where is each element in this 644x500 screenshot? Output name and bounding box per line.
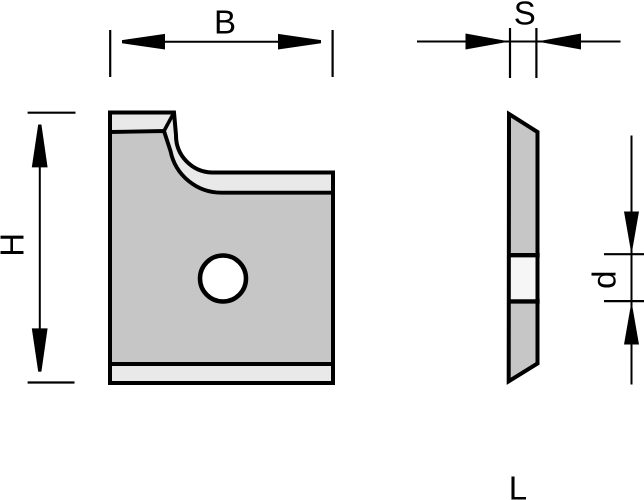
svg-text:L: L [509,469,527,500]
svg-text:B: B [214,4,236,41]
svg-text:S: S [514,0,536,32]
svg-text:d: d [586,271,623,289]
svg-text:H: H [0,233,31,257]
